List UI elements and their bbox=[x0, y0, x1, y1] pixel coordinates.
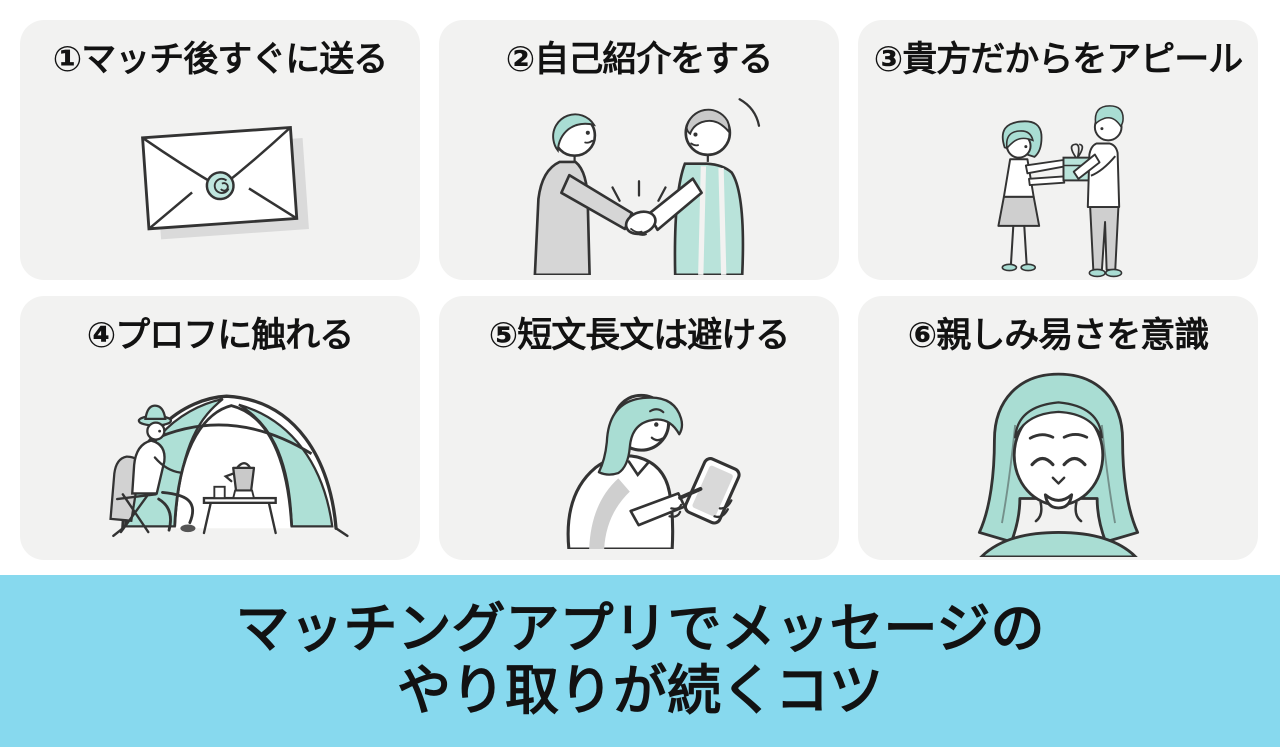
tip-card-2-title: ②自己紹介をする bbox=[505, 40, 774, 79]
tip-card-3-title: ③貴方だからをアピール bbox=[873, 40, 1244, 79]
handshake-illustration bbox=[439, 80, 839, 280]
smiling-face-illustration bbox=[858, 356, 1258, 560]
tip-card-6-title: ⑥親しみ易さを意識 bbox=[907, 316, 1210, 355]
tip-card-4: ④プロフに触れる bbox=[20, 296, 420, 560]
tip-card-4-title: ④プロフに触れる bbox=[86, 316, 355, 355]
tip-card-5: ⑤短文長文は避ける bbox=[439, 296, 839, 560]
tip-card-3: ③貴方だからをアピール bbox=[858, 20, 1258, 280]
tip-card-5-title: ⑤短文長文は避ける bbox=[488, 316, 791, 355]
tips-grid: ①マッチ後すぐに送る ②自己紹介をする bbox=[20, 20, 1258, 560]
gift-giving-illustration bbox=[858, 80, 1258, 280]
tip-card-6: ⑥親しみ易さを意識 bbox=[858, 296, 1258, 560]
banner-title-line-2: やり取りが続くコツ bbox=[397, 661, 883, 721]
banner-title-line-1: マッチングアプリでメッセージの bbox=[235, 599, 1045, 660]
sealed-envelope-illustration bbox=[20, 80, 420, 280]
camping-tent-illustration bbox=[20, 356, 420, 560]
tip-card-1-title: ①マッチ後すぐに送る bbox=[52, 40, 389, 79]
title-banner: マッチングアプリでメッセージの やり取りが続くコツ bbox=[0, 575, 1280, 747]
woman-smartphone-illustration bbox=[439, 356, 839, 560]
tip-card-1: ①マッチ後すぐに送る bbox=[20, 20, 420, 280]
tip-card-2: ②自己紹介をする bbox=[439, 20, 839, 280]
